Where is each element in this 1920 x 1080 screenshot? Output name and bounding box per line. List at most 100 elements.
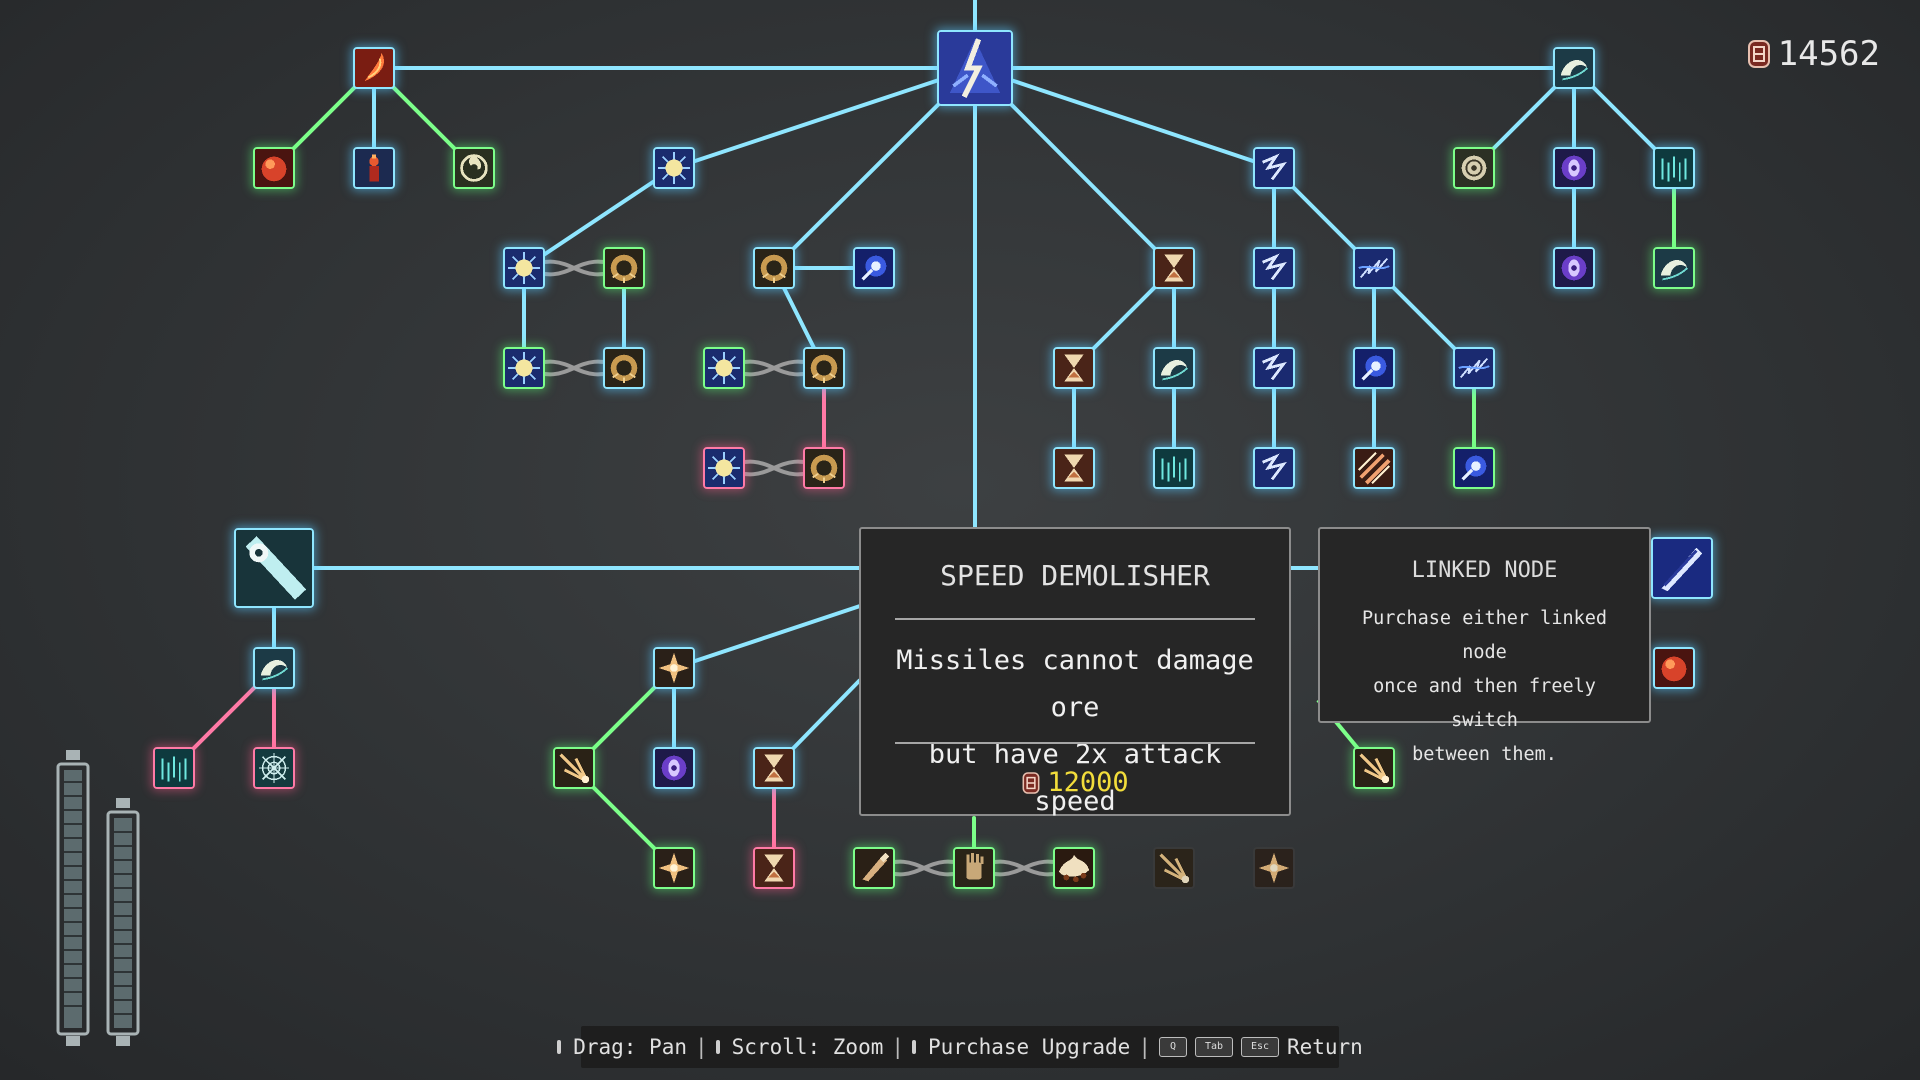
rain-icon bbox=[155, 749, 193, 787]
skill-node-explosion[interactable] bbox=[1053, 847, 1095, 889]
skill-node-missile[interactable] bbox=[853, 847, 895, 889]
skill-node-hourglass-2[interactable] bbox=[1053, 347, 1095, 389]
explosion-icon bbox=[1055, 849, 1093, 887]
skill-node-beam-1[interactable] bbox=[553, 747, 595, 789]
skill-node-blade[interactable] bbox=[1651, 537, 1713, 599]
skill-node-storm-2[interactable] bbox=[1453, 347, 1495, 389]
purple-eye-icon bbox=[1555, 249, 1593, 287]
skill-node-blue-orb-3[interactable] bbox=[1453, 447, 1495, 489]
skill-node-hand[interactable] bbox=[953, 847, 995, 889]
skill-node-purple-eye-3[interactable] bbox=[653, 747, 695, 789]
tree-link bbox=[973, 66, 1276, 170]
drill-icon bbox=[236, 530, 312, 606]
skill-node-blue-orb-2[interactable] bbox=[1353, 347, 1395, 389]
currency-value: 14562 bbox=[1777, 34, 1880, 74]
skill-node-sun-a[interactable] bbox=[503, 247, 545, 289]
skill-node-sun-hub[interactable] bbox=[653, 147, 695, 189]
skill-node-claw-d[interactable] bbox=[803, 447, 845, 489]
skill-node-beam-2[interactable] bbox=[1353, 747, 1395, 789]
skill-node-claw-hub[interactable] bbox=[753, 247, 795, 289]
fire-slash-icon bbox=[355, 49, 393, 87]
skill-node-hourglass-3[interactable] bbox=[1053, 447, 1095, 489]
sun-burst-icon bbox=[655, 149, 693, 187]
return-hint[interactable]: Return bbox=[1286, 1035, 1363, 1059]
skill-node-hourglass-5[interactable] bbox=[753, 847, 795, 889]
mouse-scroll-icon bbox=[715, 1040, 720, 1054]
skill-node-spiral[interactable] bbox=[453, 147, 495, 189]
hand-icon bbox=[955, 849, 993, 887]
rain-icon bbox=[1655, 149, 1693, 187]
wave-icon bbox=[255, 649, 293, 687]
skill-node-fire-stripes[interactable] bbox=[1353, 447, 1395, 489]
hourglass-icon bbox=[1055, 449, 1093, 487]
skill-node-lightning-hub[interactable] bbox=[1253, 147, 1295, 189]
shell-spiral-icon bbox=[1455, 149, 1493, 187]
skill-node-rain-1[interactable] bbox=[1653, 147, 1695, 189]
purple-eye-icon bbox=[1555, 149, 1593, 187]
skill-node-fire-orb-2[interactable] bbox=[1653, 647, 1695, 689]
skill-node-claw-c[interactable] bbox=[803, 347, 845, 389]
key-esc[interactable]: Esc bbox=[1240, 1037, 1279, 1057]
skill-node-purple-eye-2[interactable] bbox=[1553, 247, 1595, 289]
lightning-icon bbox=[1255, 149, 1293, 187]
linked-node-title: LINKED NODE bbox=[1411, 558, 1558, 583]
sun-burst-icon bbox=[505, 249, 543, 287]
skill-node-lightning-4[interactable] bbox=[1253, 447, 1295, 489]
skill-node-locked-beam[interactable] bbox=[1153, 847, 1195, 889]
tree-link bbox=[673, 604, 861, 670]
upgrade-cost: 12000 bbox=[861, 767, 1289, 798]
rain-icon bbox=[1155, 449, 1193, 487]
linked-node-line-3: between them. bbox=[1412, 744, 1557, 765]
skill-node-fire-hub[interactable] bbox=[353, 47, 395, 89]
skill-node-fire-orb[interactable] bbox=[253, 147, 295, 189]
skill-node-drill-hub[interactable] bbox=[234, 528, 314, 608]
skill-node-sun-d[interactable] bbox=[703, 447, 745, 489]
skill-node-web[interactable] bbox=[253, 747, 295, 789]
skill-node-purple-eye-1[interactable] bbox=[1553, 147, 1595, 189]
spiral-vortex-icon bbox=[455, 149, 493, 187]
skill-node-wave-2[interactable] bbox=[1653, 247, 1695, 289]
separator: | bbox=[891, 1035, 905, 1059]
skill-node-lightning-2[interactable] bbox=[1253, 247, 1295, 289]
skill-node-rain-2[interactable] bbox=[1153, 447, 1195, 489]
separator: | bbox=[694, 1035, 708, 1059]
skill-node-shell[interactable] bbox=[1453, 147, 1495, 189]
skill-node-spark-1[interactable] bbox=[653, 647, 695, 689]
skill-node-wave-hub[interactable] bbox=[1553, 47, 1595, 89]
skill-node-claw-b[interactable] bbox=[603, 347, 645, 389]
skill-node-locked-spark[interactable] bbox=[1253, 847, 1295, 889]
beam-icon bbox=[555, 749, 593, 787]
skill-node-hourglass-4[interactable] bbox=[753, 747, 795, 789]
lightning-icon bbox=[1255, 349, 1293, 387]
skill-node-wave-4[interactable] bbox=[253, 647, 295, 689]
skill-node-root[interactable] bbox=[937, 30, 1013, 106]
linked-node-line-1: Purchase either linked node bbox=[1361, 608, 1608, 663]
claw-ring-icon bbox=[605, 349, 643, 387]
skill-node-sun-c[interactable] bbox=[703, 347, 745, 389]
key-tab[interactable]: Tab bbox=[1194, 1037, 1233, 1057]
wave-icon bbox=[1655, 249, 1693, 287]
spark-icon bbox=[655, 649, 693, 687]
blue-orb-icon bbox=[1355, 349, 1393, 387]
beam-icon bbox=[1355, 749, 1393, 787]
skill-node-claw-a[interactable] bbox=[603, 247, 645, 289]
skill-node-blue-orb-1[interactable] bbox=[853, 247, 895, 289]
skill-node-flame-figure[interactable] bbox=[353, 147, 395, 189]
wave-icon bbox=[1155, 349, 1193, 387]
missile-icon bbox=[855, 849, 893, 887]
skill-node-wave-3[interactable] bbox=[1153, 347, 1195, 389]
skill-node-lightning-3[interactable] bbox=[1253, 347, 1295, 389]
purchase-upgrade-hint: Purchase Upgrade bbox=[928, 1035, 1131, 1059]
skill-node-storm-1[interactable] bbox=[1353, 247, 1395, 289]
upgrade-title: SPEED DEMOLISHER bbox=[940, 559, 1210, 592]
skill-node-hourglass-hub[interactable] bbox=[1153, 247, 1195, 289]
skill-node-rain-3[interactable] bbox=[153, 747, 195, 789]
tree-link bbox=[522, 166, 676, 270]
blue-orb-icon bbox=[855, 249, 893, 287]
purple-eye-icon bbox=[655, 749, 693, 787]
skill-node-sun-b[interactable] bbox=[503, 347, 545, 389]
key-q[interactable]: Q bbox=[1158, 1037, 1187, 1057]
divider bbox=[895, 618, 1255, 620]
controls-hint-bar: Drag: Pan | Scroll: Zoom | Purchase Upgr… bbox=[557, 1026, 1363, 1068]
skill-node-spark-2[interactable] bbox=[653, 847, 695, 889]
